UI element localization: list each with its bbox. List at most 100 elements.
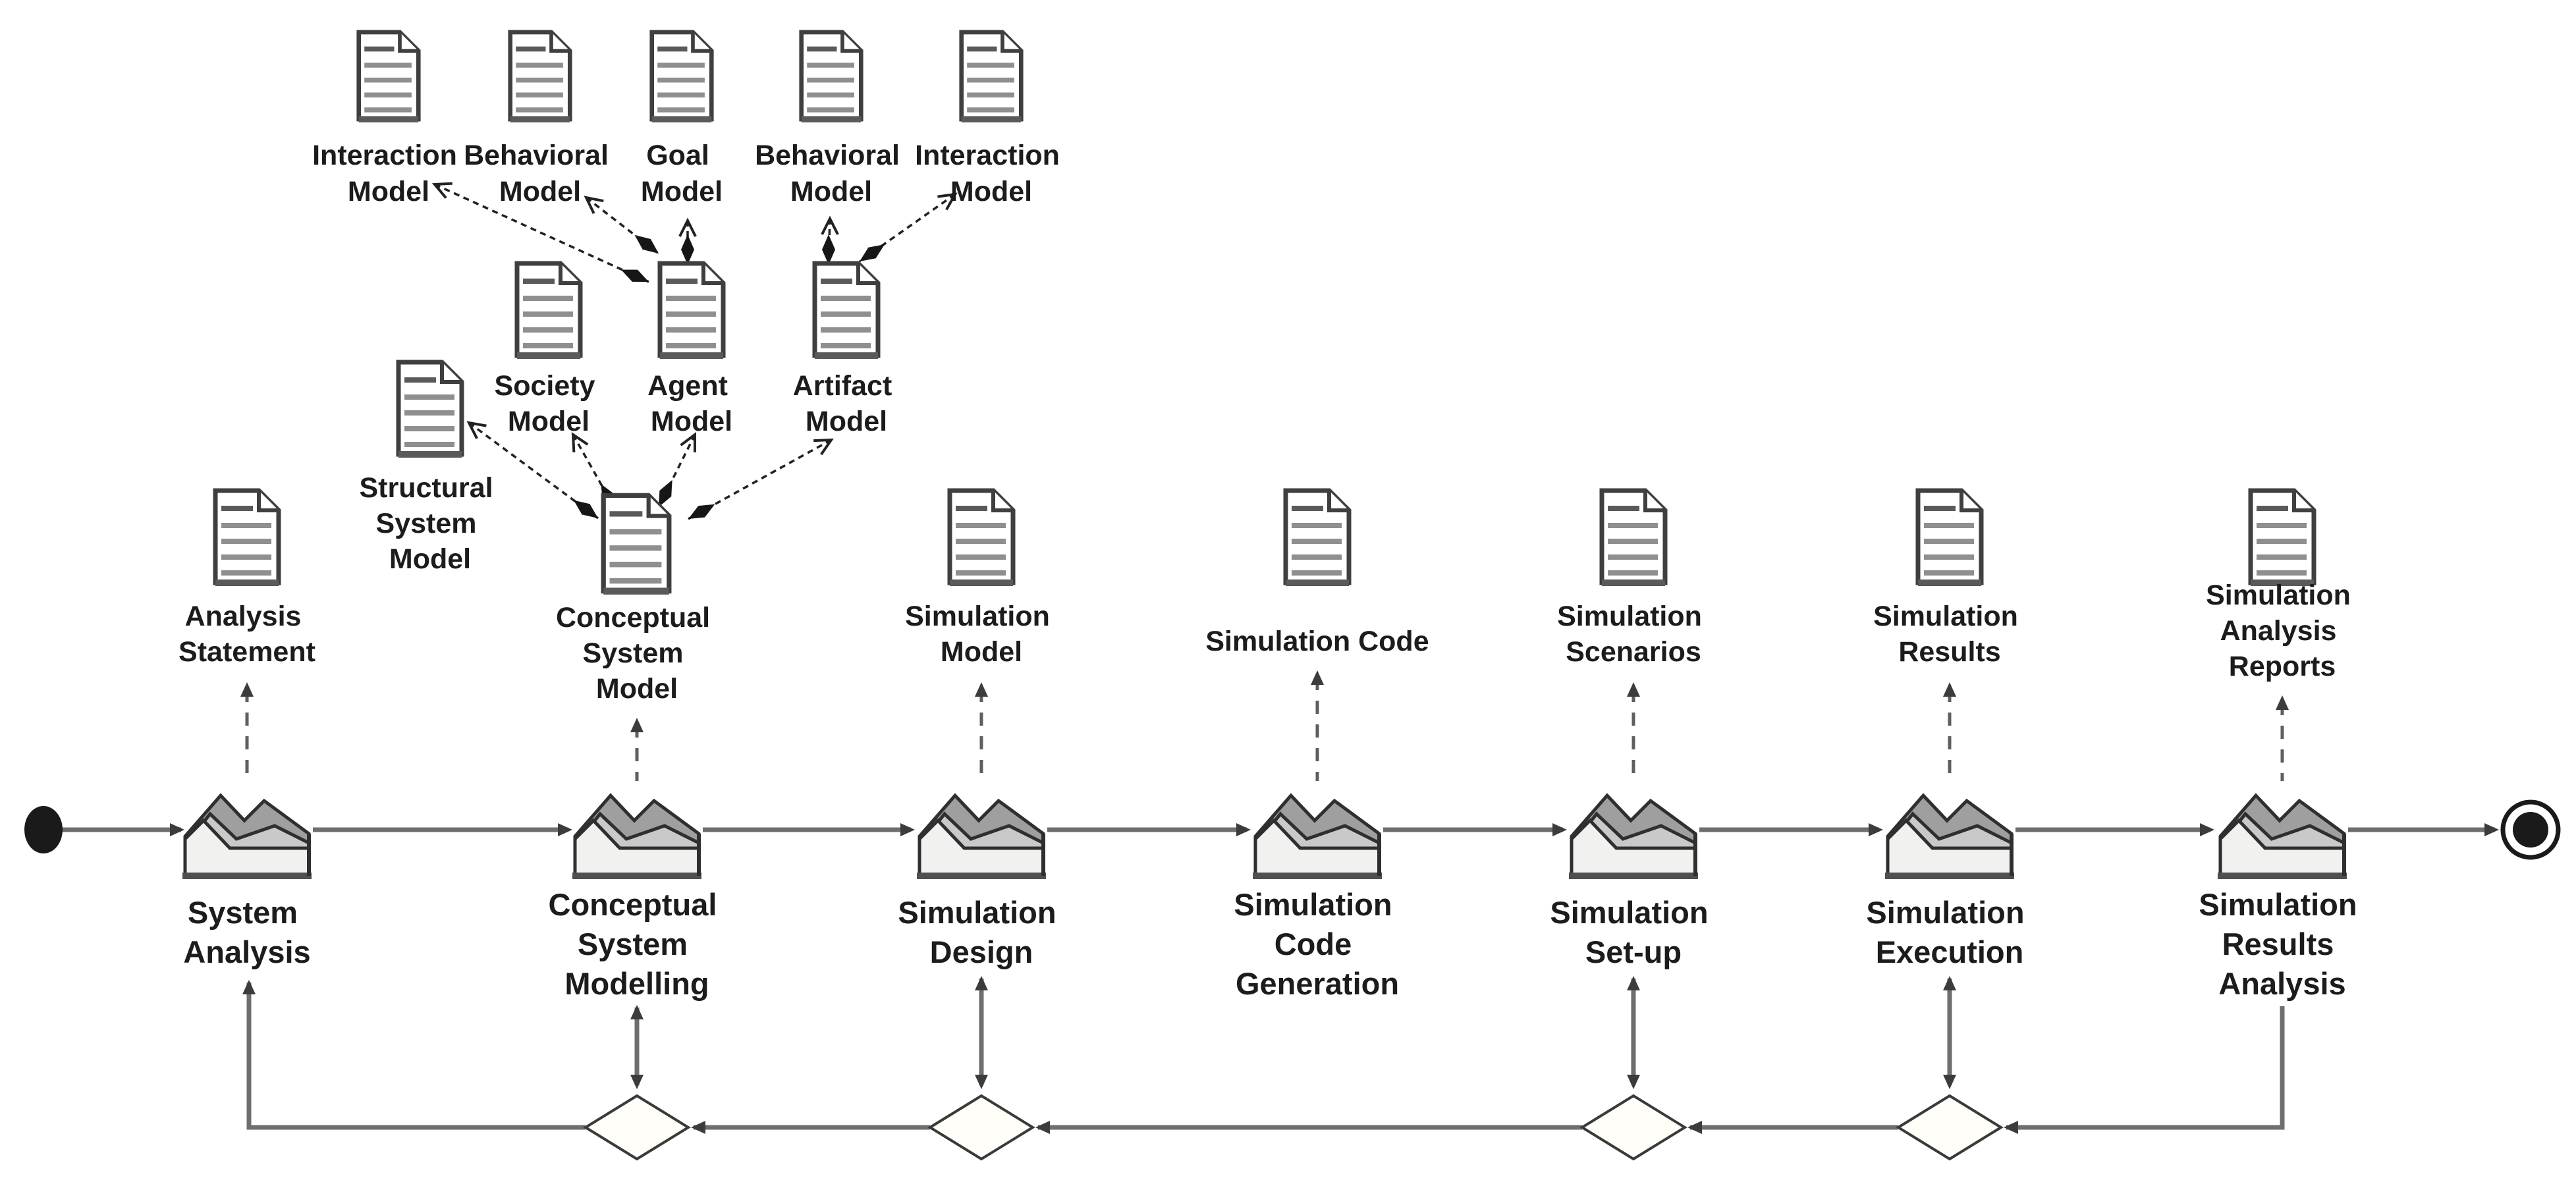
activity-label-conceptual-system-modelling: Conceptual System Modelling — [549, 887, 726, 1001]
arrowhead-icon — [240, 682, 254, 697]
document-icon-simulation-scenarios — [1602, 491, 1665, 583]
composition-link — [434, 183, 649, 283]
document-icon-artifact-model — [815, 263, 878, 356]
artifact-label-simulation-scenarios: Simulation Scenarios — [1557, 601, 1710, 668]
activity-icon-system-analysis — [182, 795, 312, 876]
arrowhead-icon — [2200, 823, 2214, 836]
decision-diamond — [1579, 1094, 1687, 1161]
document-icon-interaction-model-right — [962, 32, 1022, 119]
arrowhead-icon — [630, 1005, 644, 1019]
document-icon-agent-model — [660, 263, 723, 356]
artifact-label-interaction-model-right: Interaction Model — [915, 140, 1068, 207]
document-icon-behavioral-model-left — [510, 32, 570, 119]
artifact-label-simulation-model: Simulation Model — [905, 601, 1058, 668]
arrowhead-icon — [1627, 976, 1640, 990]
artifact-label-analysis-statement: Analysis Statement — [178, 601, 315, 668]
document-icon-simulation-model — [950, 491, 1013, 583]
arrowhead-icon — [1035, 1121, 1050, 1134]
arrowhead-icon — [975, 1075, 988, 1089]
arrowhead-icon — [1943, 1075, 1956, 1089]
arrowhead-icon — [1687, 1121, 1702, 1134]
artifact-label-structural-system-model: Structural System Model — [359, 472, 501, 575]
activity-label-simulation-set-up: Simulation Set-up — [1550, 895, 1716, 969]
activity-label-simulation-code-generation: Simulation Code Generation — [1234, 887, 1400, 1001]
arrowhead-icon — [975, 976, 988, 990]
document-icon-interaction-model-left — [359, 32, 419, 119]
composition-link — [572, 434, 617, 511]
artifact-label-simulation-analysis-reports: Simulation Analysis Reports — [2206, 580, 2359, 682]
feedback-lines — [246, 979, 2285, 1130]
arrowhead-icon — [691, 1121, 705, 1134]
document-icon-society-model — [517, 263, 580, 356]
feedback-edge — [246, 983, 586, 1130]
document-icon-conceptual-system-model — [603, 495, 669, 591]
arrowhead-icon — [1943, 682, 1956, 697]
document-icons — [215, 32, 2314, 591]
initial-node — [24, 806, 63, 853]
decision-diamond — [1896, 1094, 2004, 1161]
final-node — [2500, 799, 2561, 860]
artifact-label-simulation-results: Simulation Results — [1873, 601, 2026, 668]
labels: Interaction Model Behavioral Model Goal … — [178, 140, 2365, 1001]
activity-label-simulation-results-analysis: Simulation Results Analysis — [2199, 887, 2365, 1001]
feedback-edge — [2006, 1006, 2285, 1130]
composition-diamond-icon — [618, 263, 652, 288]
arrowhead-icon — [1236, 823, 1251, 836]
arrowhead-icon — [1869, 823, 1883, 836]
document-icon-structural-system-model — [398, 362, 462, 454]
decision-diamond — [927, 1094, 1035, 1161]
document-icon-simulation-results — [1918, 491, 1981, 583]
arrowhead-icon — [558, 823, 572, 836]
artifact-label-interaction-model-left: Interaction Model — [312, 140, 465, 207]
arrowhead-icon — [1627, 682, 1640, 697]
decision-diamond — [583, 1094, 691, 1161]
activity-icon-simulation-code-generation — [1253, 795, 1382, 876]
composition-diamond-icon — [570, 495, 602, 524]
composition-diamond-icon — [822, 234, 835, 265]
document-icon-analysis-statement — [215, 491, 279, 583]
final-node-core — [2513, 812, 2548, 848]
open-arrow-icon — [462, 415, 488, 440]
decision-nodes — [583, 1094, 2004, 1161]
document-icon-behavioral-model-right — [802, 32, 862, 119]
activity-label-simulation-execution: Simulation Execution — [1866, 895, 2033, 969]
composition-diamond-icon — [630, 229, 663, 259]
activity-icon-simulation-set-up — [1569, 795, 1698, 876]
document-icon-simulation-code — [1286, 491, 1349, 583]
arrowhead-icon — [1943, 976, 1956, 990]
arrowhead-icon — [975, 682, 988, 697]
activity-icon-simulation-design — [917, 795, 1046, 876]
arrowhead-icon — [2004, 1121, 2018, 1134]
activity-icon-simulation-execution — [1885, 795, 2014, 876]
arrowhead-icon — [900, 823, 915, 836]
artifact-label-simulation-code: Simulation Code — [1205, 626, 1429, 657]
document-icon-goal-model — [652, 32, 712, 119]
composition-diamond-icon — [681, 234, 694, 265]
artifact-label-goal-model: Goal Model — [641, 140, 723, 207]
arrowhead-icon — [630, 718, 644, 732]
object-flow-lines — [245, 677, 2284, 781]
artifact-label-behavioral-model-right: Behavioral Model — [755, 140, 908, 207]
artifact-label-artifact-model: Artifact Model — [793, 370, 900, 437]
arrowhead-icon — [1311, 670, 1324, 685]
activity-icons — [182, 795, 2347, 876]
activity-icon-conceptual-system-modelling — [572, 795, 701, 876]
activity-label-simulation-design: Simulation Design — [898, 895, 1064, 969]
arrowhead-icon — [2484, 823, 2499, 836]
activity-icon-simulation-results-analysis — [2218, 795, 2347, 876]
arrowhead-icon — [630, 1075, 644, 1089]
arrowhead-icon — [1627, 1075, 1640, 1089]
arrowhead-icon — [170, 823, 184, 836]
activity-label-system-analysis: System Analysis — [183, 895, 310, 969]
artifact-label-behavioral-model-left: Behavioral Model — [464, 140, 617, 207]
open-arrow-icon — [430, 176, 454, 200]
arrowhead-icon — [2276, 695, 2289, 710]
arrowhead-icon — [1552, 823, 1567, 836]
open-arrow-icon — [580, 190, 605, 215]
artifact-label-conceptual-system-model: Conceptual System Model — [556, 602, 718, 705]
arrowhead-icon — [242, 980, 256, 994]
artifact-label-society-model: Society Model — [495, 370, 603, 437]
document-icon-simulation-analysis-reports — [2251, 491, 2314, 583]
